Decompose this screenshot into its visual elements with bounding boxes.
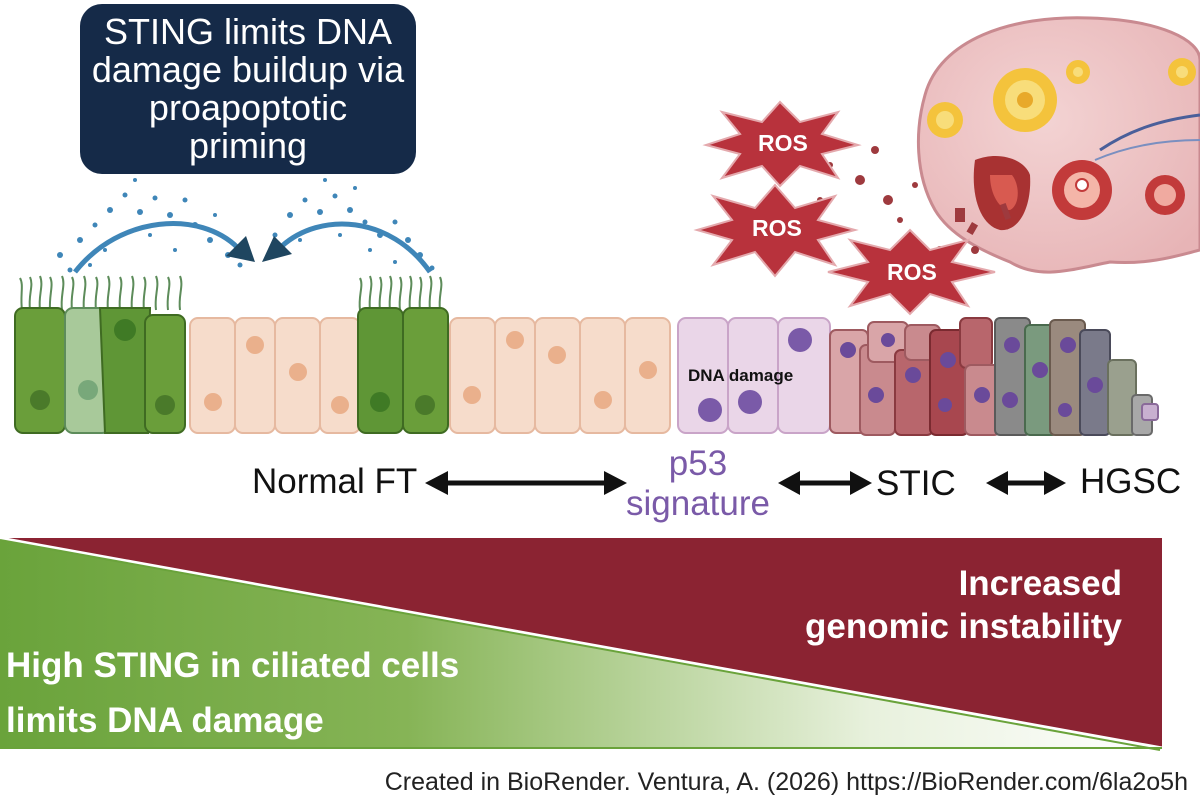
sting-label-line1: High STING in ciliated cells [6, 646, 460, 685]
instability-label-line1: Increased [958, 564, 1122, 603]
secretory-cell [449, 317, 496, 434]
secretory-cell [274, 317, 321, 434]
callout-text: STING limits DNA damage buildup via proa… [91, 11, 405, 166]
ciliated-cell [357, 307, 404, 434]
ciliated-cell [14, 307, 66, 434]
ovary-illustration [916, 16, 1200, 274]
sting-callout-box: STING limits DNA damage buildup via proa… [80, 4, 416, 174]
secretory-cell [234, 317, 276, 434]
sting-arrow-right [262, 221, 433, 274]
ciliated-cell [402, 307, 449, 434]
stic-cells [829, 317, 1001, 436]
ros-star-3 [827, 228, 996, 316]
hgsc-cells [994, 317, 1159, 436]
arrow-stic-to-hgsc [986, 471, 1066, 495]
stage-hgsc: HGSC [1080, 462, 1182, 501]
arrow-normal-to-p53 [425, 471, 627, 495]
follicle-1 [993, 68, 1057, 132]
follicle-2 [927, 102, 963, 138]
cilia-middle [358, 275, 443, 311]
secretory-cell [534, 317, 581, 434]
p53-cell [777, 317, 831, 434]
sting-level-triangle [0, 536, 1163, 751]
biorender-credit: Created in BioRender. Ventura, A. (2026)… [384, 768, 1188, 796]
ros-star-1 [702, 100, 862, 188]
ros-label-1: ROS [758, 130, 808, 156]
dna-damage-label: DNA damage [688, 366, 794, 385]
ros-star-2 [693, 183, 859, 278]
secretory-cell [579, 317, 626, 434]
secretory-cell [189, 317, 236, 434]
stage-stic: STIC [876, 464, 956, 503]
cilia-left [19, 275, 183, 311]
sting-arrow-left [73, 221, 255, 274]
secretory-cell [319, 317, 361, 434]
ros-label-3: ROS [887, 259, 937, 285]
follicle-3 [1066, 60, 1090, 84]
follicle-5 [1052, 160, 1112, 220]
sting-label-line2: limits DNA damage [6, 701, 324, 740]
ciliated-cell [98, 307, 152, 434]
secretory-cell [624, 317, 671, 434]
secretory-cell [494, 317, 536, 434]
stage-normal-ft: Normal FT [252, 462, 418, 501]
stage-p53-signature: p53 signature [626, 444, 770, 523]
ros-label-2: ROS [752, 215, 802, 241]
ciliated-cell [144, 314, 186, 434]
instability-label-line2: genomic instability [805, 607, 1122, 646]
epithelium-cells [14, 275, 1159, 436]
arrow-p53-to-stic [778, 471, 872, 495]
corpus-luteum [973, 155, 1031, 231]
follicle-4 [1168, 58, 1196, 86]
